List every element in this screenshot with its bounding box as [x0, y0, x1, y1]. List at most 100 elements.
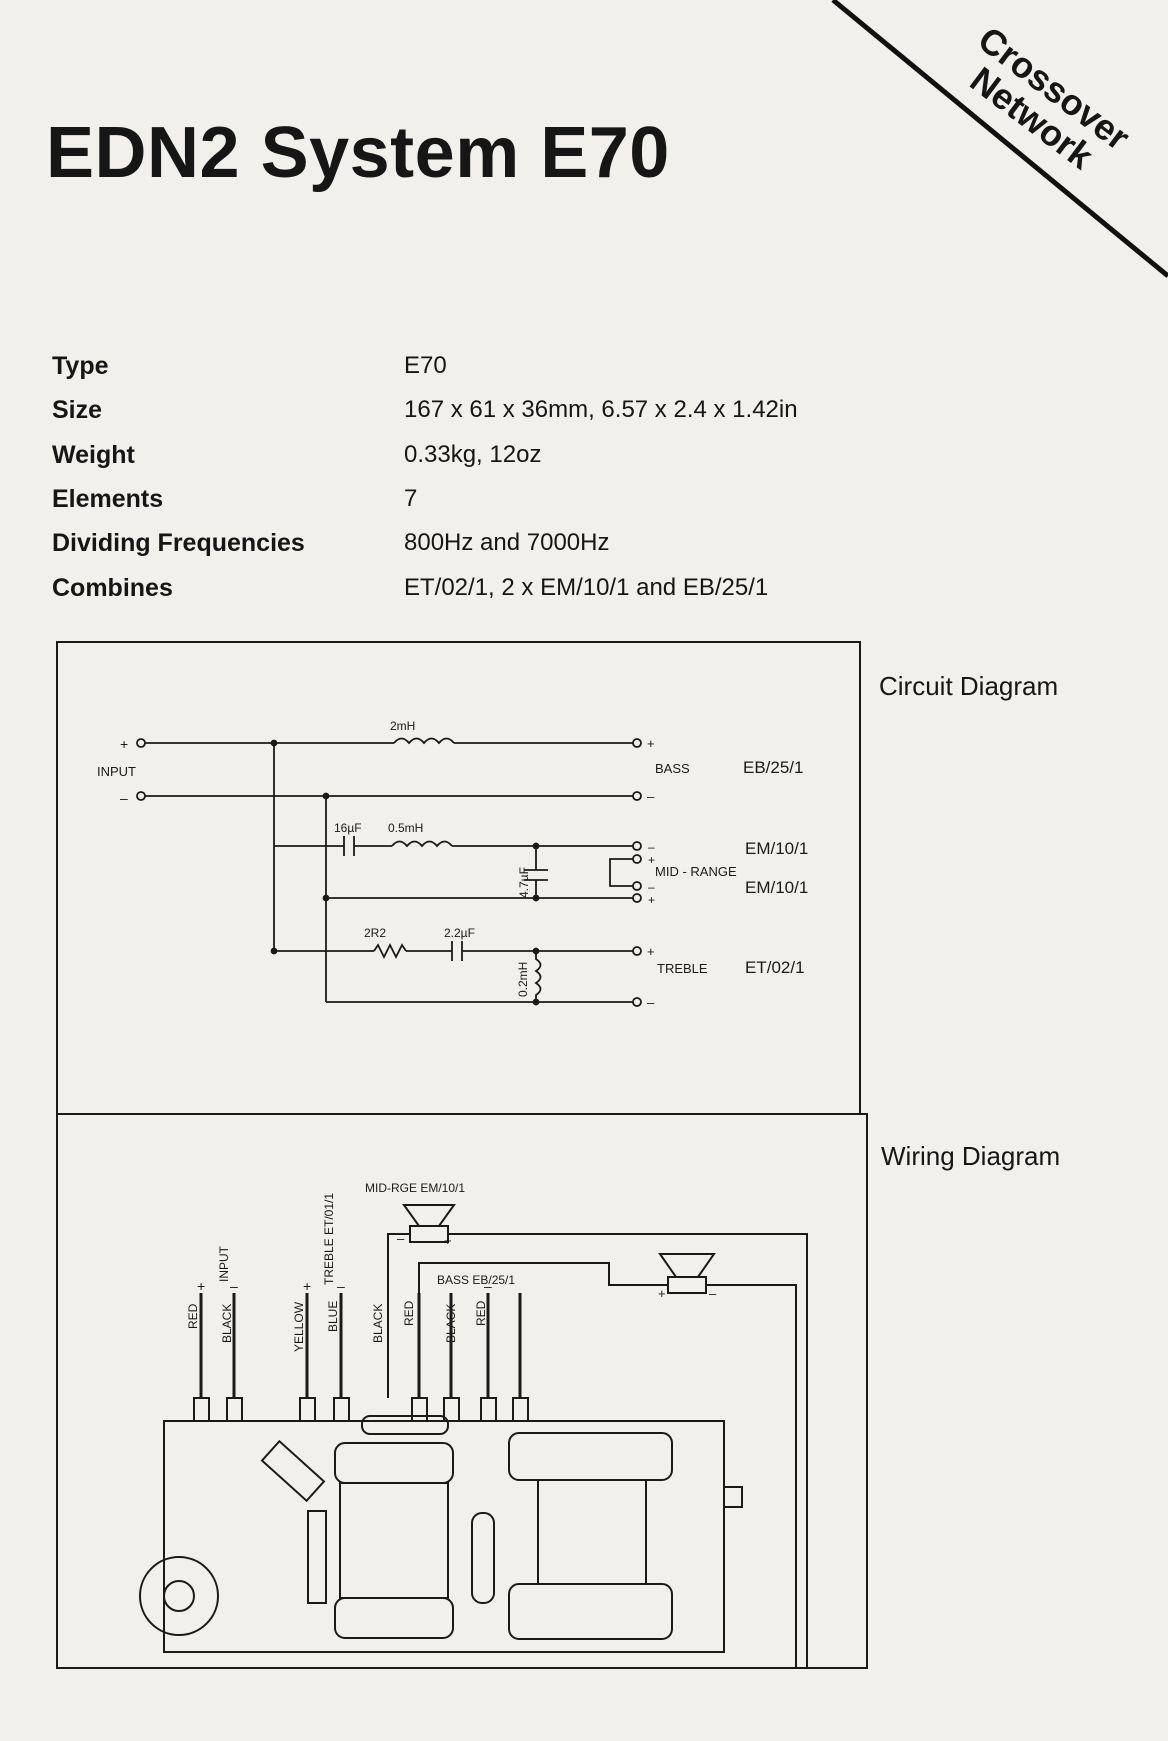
spec-row-combines: Combines ET/02/1, 2 x EM/10/1 and EB/25/…: [0, 574, 1168, 618]
wire-1-label: RED: [186, 1303, 200, 1329]
spec-label: Elements: [52, 485, 164, 513]
bass-inductor: [393, 737, 455, 745]
mid-inductor-value: 0.5mH: [388, 821, 423, 835]
mid-capacitor: [343, 836, 355, 856]
wire-2-label: BLACK: [220, 1304, 234, 1343]
board-resistor: [260, 1439, 326, 1503]
bass-minus-terminal: [632, 791, 642, 801]
treble-plus-terminal: [632, 946, 642, 956]
wire-8-label: RED: [474, 1300, 488, 1326]
spec-row-type: Type E70: [0, 352, 1168, 396]
bass-speaker-plus: +: [658, 1286, 666, 1301]
spec-label: Type: [52, 352, 109, 380]
mounting-hole-outer: [139, 1556, 219, 1636]
spec-value: 0.33kg, 12oz: [404, 441, 542, 468]
mid-shunt-value: 4.7µF: [517, 867, 531, 898]
terminal-tabs: [193, 1397, 529, 1422]
corner-banner: Crossover Network: [0, 0, 1168, 290]
wire-3-label: YELLOW: [292, 1301, 306, 1352]
bass-plus-sign: +: [647, 736, 655, 751]
circuit-diagram-panel: + – INPUT 2mH + – BASS EB/25/1 16µF 0.5m…: [56, 641, 861, 1115]
mid1-plus-sign: +: [648, 853, 655, 867]
treble-label: TREBLE: [657, 961, 708, 976]
page-title: EDN2 System E70: [46, 113, 670, 193]
input-plus-terminal: [136, 738, 146, 748]
spec-row-weight: Weight 0.33kg, 12oz: [0, 441, 1168, 485]
treble-resistor: [373, 942, 407, 960]
input-lead-label: INPUT: [217, 1245, 231, 1282]
mid2-plus-sign: +: [648, 893, 655, 907]
wire-4-label: BLUE: [326, 1301, 340, 1332]
mid-speaker-cone: [402, 1204, 456, 1227]
mid-label: MID - RANGE: [655, 864, 737, 879]
input-minus-sign: –: [120, 790, 128, 806]
bass-minus-mark: –: [484, 1278, 492, 1294]
mid-model-2: EM/10/1: [745, 878, 808, 897]
mid-speaker-plus: +: [444, 1233, 452, 1248]
board-capacitor-middle: [471, 1512, 495, 1604]
treble-plus-mark: +: [303, 1278, 311, 1294]
spec-row-frequencies: Dividing Frequencies 800Hz and 7000Hz: [0, 529, 1168, 573]
circuit-diagram-heading: Circuit Diagram: [879, 671, 1059, 701]
mid-speaker-minus: –: [397, 1231, 405, 1246]
input-label: INPUT: [97, 764, 136, 779]
wiring-drawing: MID-RGE EM/10/1 – + BASS EB/25/1 + – RED…: [139, 1181, 808, 1667]
spec-value: 167 x 61 x 36mm, 6.57 x 2.4 x 1.42in: [404, 396, 798, 423]
wire-6-label: RED: [402, 1300, 416, 1326]
treble-minus-terminal: [632, 997, 642, 1007]
treble-inductor-value: 0.2mH: [516, 962, 530, 997]
banner-stripe: [831, 0, 1168, 278]
mid-capacitor-value: 16µF: [334, 821, 362, 835]
mid2-minus-terminal: [632, 881, 642, 891]
mounting-hole-inner: [163, 1580, 195, 1612]
mid1-minus-terminal: [632, 841, 642, 851]
circuit-schematic: + – INPUT 2mH + – BASS EB/25/1 16µF 0.5m…: [97, 719, 808, 1010]
mid2-plus-terminal: [632, 893, 642, 903]
bass-speaker-label: BASS EB/25/1: [437, 1273, 515, 1287]
bass-plus-terminal: [632, 738, 642, 748]
spec-value: 7: [404, 485, 418, 512]
spec-row-size: Size 167 x 61 x 36mm, 6.57 x 2.4 x 1.42i…: [0, 396, 1168, 440]
wiring-diagram-heading: Wiring Diagram: [881, 1141, 1061, 1171]
treble-model: ET/02/1: [745, 958, 805, 977]
spec-value: ET/02/1, 2 x EM/10/1 and EB/25/1: [404, 574, 769, 601]
board-small-capacitor: [307, 1510, 327, 1604]
spec-label: Combines: [52, 574, 173, 602]
wire-5-label: BLACK: [371, 1304, 385, 1343]
circuit-board: [163, 1420, 725, 1653]
input-minus-mark: –: [230, 1278, 238, 1294]
spec-value: E70: [404, 352, 447, 379]
mid-model-1: EM/10/1: [745, 839, 808, 858]
treble-minus-sign: –: [647, 995, 655, 1010]
wiring-diagram-panel: MID-RGE EM/10/1 – + BASS EB/25/1 + – RED…: [56, 1113, 868, 1669]
input-plus-mark: +: [197, 1278, 205, 1294]
bass-minus-sign: –: [647, 789, 655, 804]
spec-value: 800Hz and 7000Hz: [404, 529, 610, 556]
bass-speaker-cone: [658, 1253, 716, 1278]
mid-speaker-label: MID-RGE EM/10/1: [365, 1181, 465, 1195]
board-capacitor-top: [361, 1415, 449, 1435]
treble-capacitor-value: 2.2µF: [444, 926, 475, 940]
treble-capacitor: [451, 941, 463, 961]
wire-7-label: BLACK: [444, 1304, 458, 1343]
bass-inductor-value: 2mH: [390, 719, 415, 733]
mid1-plus-terminal: [632, 854, 642, 864]
board-inductor-1: [334, 1442, 454, 1639]
mid-inductor: [391, 840, 453, 848]
board-inductor-2: [508, 1432, 673, 1640]
treble-minus-mark: –: [337, 1278, 345, 1294]
mid1-minus-sign: –: [648, 840, 655, 854]
spec-row-elements: Elements 7: [0, 485, 1168, 529]
bass-model: EB/25/1: [743, 758, 804, 777]
mid-speaker-magnet: [409, 1225, 449, 1243]
treble-lead-label: TREBLE ET/01/1: [322, 1193, 336, 1285]
input-plus-sign: +: [120, 736, 128, 752]
board-connector: [723, 1486, 743, 1508]
mid2-minus-sign: –: [648, 880, 655, 894]
input-minus-terminal: [136, 791, 146, 801]
spec-label: Dividing Frequencies: [52, 529, 305, 557]
bass-speaker-magnet: [667, 1276, 707, 1294]
spec-label: Weight: [52, 441, 135, 469]
treble-shunt-inductor: [534, 951, 542, 1002]
bass-speaker-minus: –: [709, 1286, 717, 1301]
